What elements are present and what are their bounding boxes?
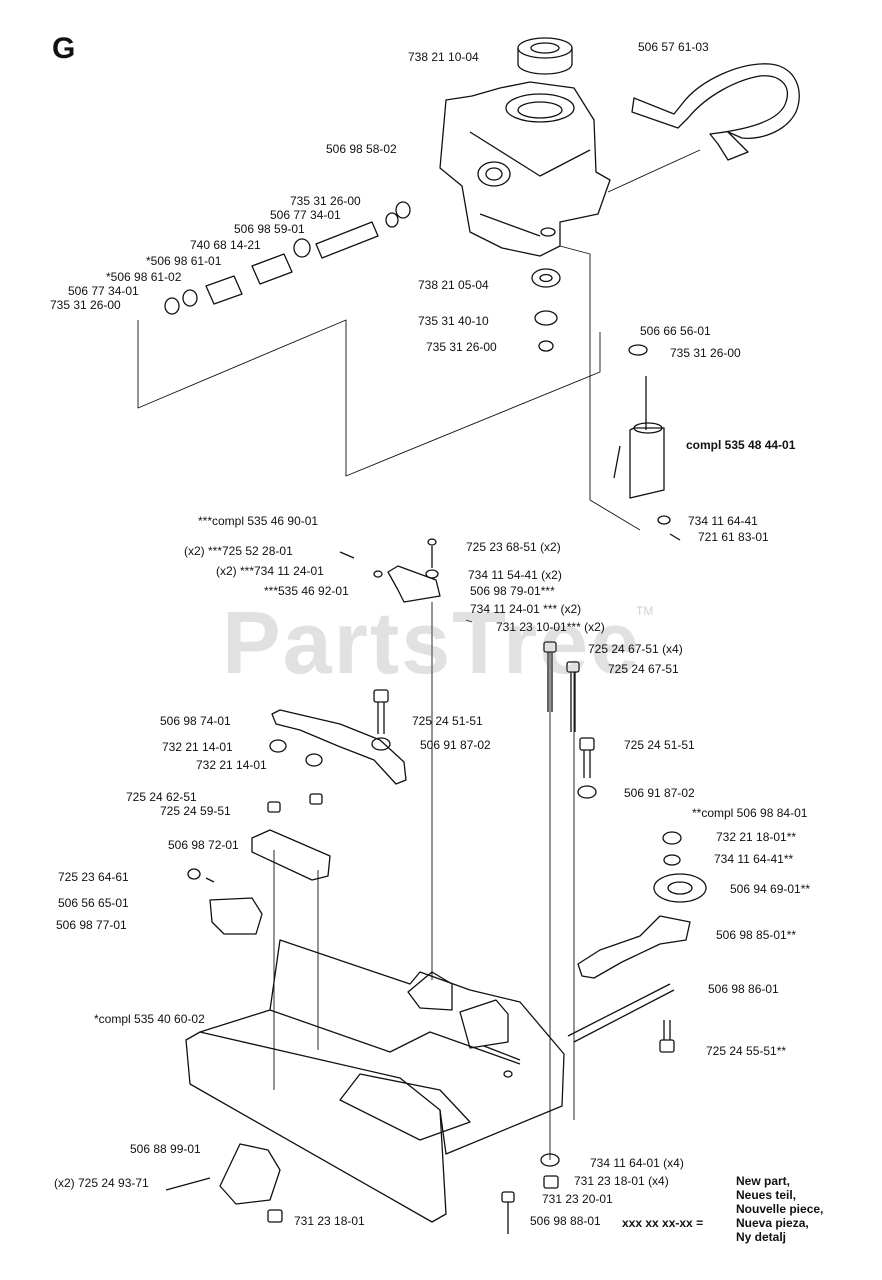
part-label: 506 98 58-02	[326, 142, 397, 156]
part-label: 506 98 74-01	[160, 714, 231, 728]
part-label: *506 98 61-01	[146, 254, 222, 268]
part-label: 735 31 26-00	[426, 340, 497, 354]
part-label: 740 68 14-21	[190, 238, 261, 252]
part-label: 725 24 51-51	[412, 714, 483, 728]
section-letter: G	[52, 32, 76, 65]
part-label: 506 98 77-01	[56, 918, 127, 932]
pulley-assembly	[613, 344, 681, 541]
part-label: 725 24 59-51	[160, 804, 231, 818]
part-label: 725 24 67-51	[608, 662, 679, 676]
part-label: 738 21 05-04	[418, 278, 489, 292]
part-label: 725 24 67-51 (x4)	[588, 642, 683, 656]
part-label: 732 21 14-01	[196, 758, 267, 772]
legend-code: xxx xx xx-xx =	[622, 1216, 704, 1230]
strap-bracket	[631, 63, 800, 161]
idler-pulley	[567, 831, 707, 1053]
bearing-small	[531, 268, 561, 352]
part-label: 725 23 68-51 (x2)	[466, 540, 561, 554]
part-label: 734 11 64-41	[688, 514, 758, 528]
part-label: 506 88 99-01	[130, 1142, 201, 1156]
part-label: 725 24 62-51	[126, 790, 197, 804]
part-label: 735 31 26-00	[670, 346, 741, 360]
legend-line: New part,	[736, 1174, 791, 1188]
part-label: 506 91 87-02	[624, 786, 695, 800]
legend-line: Nouvelle piece,	[736, 1202, 824, 1216]
part-label: 506 94 69-01**	[730, 882, 811, 896]
part-label: 731 23 10-01*** (x2)	[496, 620, 605, 634]
part-label: 734 11 64-41**	[714, 852, 794, 866]
part-label: 506 91 87-02	[420, 738, 491, 752]
part-label: (x2) 725 24 93-71	[54, 1176, 149, 1190]
legend-line: Ny detalj	[736, 1230, 787, 1244]
part-label: 506 98 88-01	[530, 1214, 601, 1228]
top-bearing	[517, 37, 573, 75]
part-label: 731 23 18-01	[294, 1214, 365, 1228]
small-bracket	[187, 868, 263, 935]
part-label: 506 57 61-03	[638, 40, 709, 54]
part-label: 506 98 79-01***	[470, 584, 555, 598]
part-label: 735 31 40-10	[418, 314, 489, 328]
part-label: 725 24 51-51	[624, 738, 695, 752]
part-label: (x2) ***734 11 24-01	[216, 564, 324, 578]
part-label: 732 21 14-01	[162, 740, 233, 754]
legend-line: Nueva pieza,	[736, 1216, 809, 1230]
part-label: 732 21 18-01**	[716, 830, 797, 844]
part-label: ***535 46 92-01	[264, 584, 349, 598]
spacer-block	[251, 793, 331, 881]
part-label: **compl 506 98 84-01	[692, 806, 808, 820]
part-label: 735 31 26-00	[50, 298, 121, 312]
part-label: 506 98 72-01	[168, 838, 239, 852]
part-label: 731 23 20-01	[542, 1192, 613, 1206]
bracket-assembly	[339, 538, 441, 603]
long-bolts	[543, 641, 597, 799]
watermark-tm: TM	[636, 604, 654, 618]
part-label: compl 535 48 44-01	[686, 438, 796, 452]
part-label: (x2) ***725 52 28-01	[184, 544, 293, 558]
idler-arm	[269, 689, 407, 785]
mower-deck	[185, 939, 565, 1223]
part-label: 506 98 85-01**	[716, 928, 797, 942]
part-label: 506 98 86-01	[708, 982, 779, 996]
legend-line: Neues teil,	[736, 1188, 797, 1202]
part-label: 506 98 59-01	[234, 222, 305, 236]
part-label: 506 56 65-01	[58, 896, 129, 910]
mounting-bracket	[165, 1143, 560, 1234]
part-label: *506 98 61-02	[106, 270, 182, 284]
part-label: 506 77 34-01	[270, 208, 341, 222]
part-label: 734 11 64-01 (x4)	[590, 1156, 684, 1170]
watermark: PartsTree	[222, 593, 642, 692]
gearbox-housing	[439, 81, 611, 257]
part-label: 734 11 54-41 (x2)	[468, 568, 562, 582]
part-label: 735 31 26-00	[290, 194, 361, 208]
part-label: ***compl 535 46 90-01	[198, 514, 319, 528]
part-label: 725 23 64-61	[58, 870, 129, 884]
part-label: 734 11 24-01 *** (x2)	[470, 602, 582, 616]
part-label: *compl 535 40 60-02	[94, 1012, 205, 1026]
part-label: 738 21 10-04	[408, 50, 479, 64]
legend-block: New part, Neues teil, Nouvelle piece, Nu…	[736, 1174, 823, 1244]
part-label: 506 77 34-01	[68, 284, 139, 298]
part-label: 721 61 83-01	[698, 530, 769, 544]
part-label: 731 23 18-01 (x4)	[574, 1174, 669, 1188]
part-label: 506 66 56-01	[640, 324, 711, 338]
shaft-assembly	[164, 201, 411, 315]
part-label: 725 24 55-51**	[706, 1044, 787, 1058]
